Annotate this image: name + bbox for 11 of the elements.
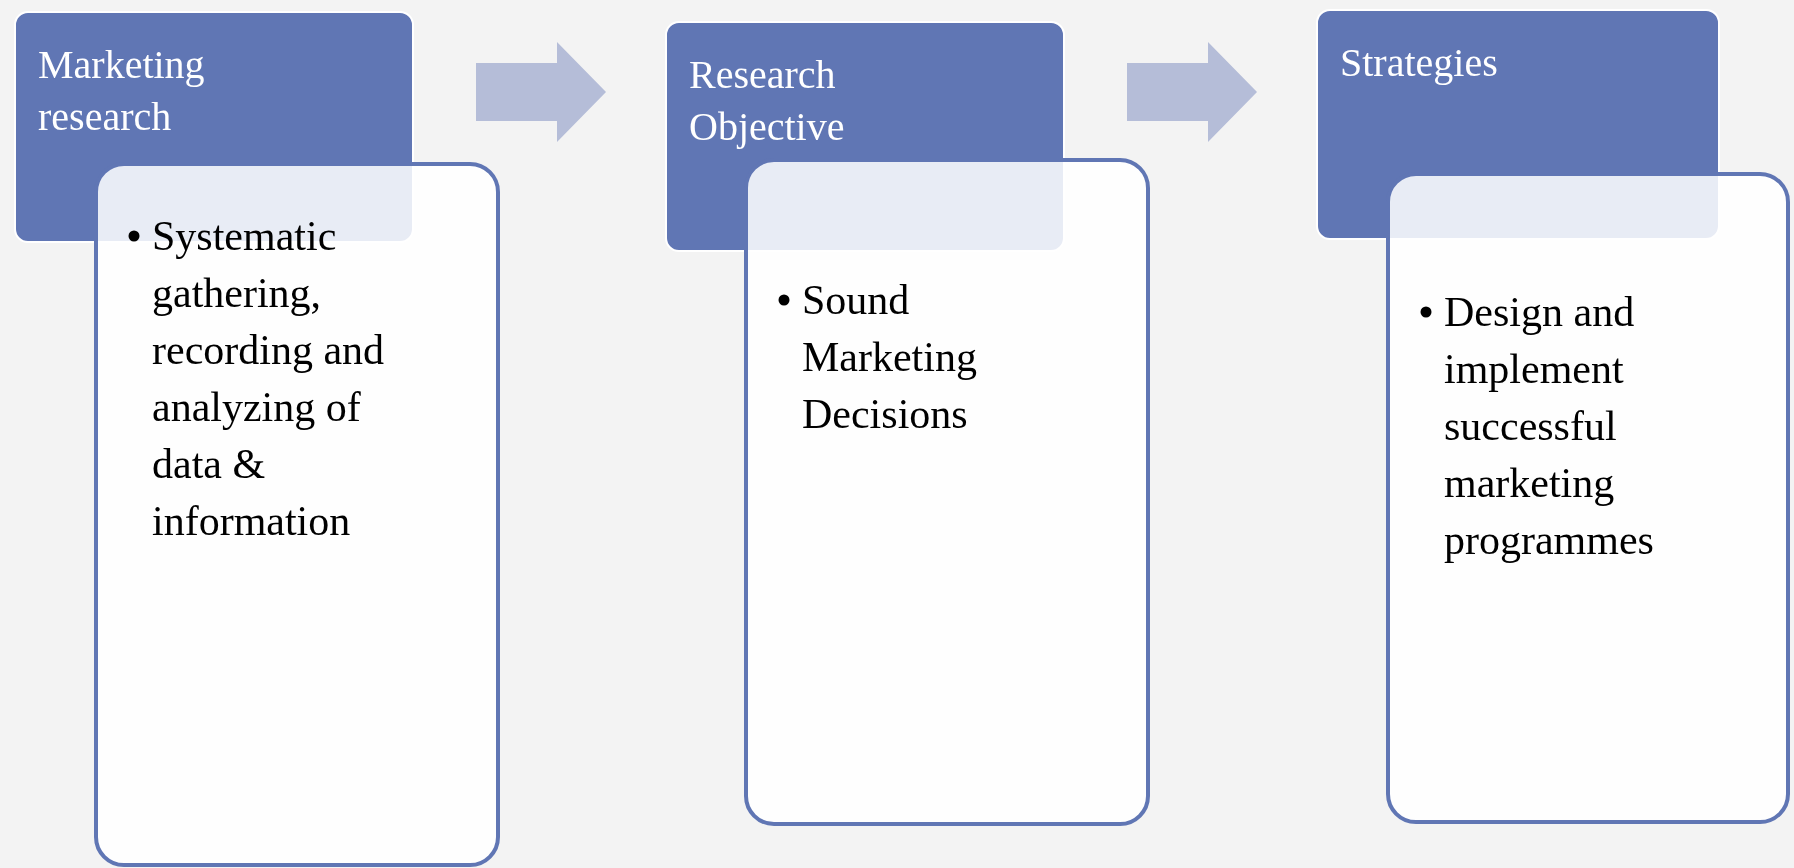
content-box	[744, 158, 1150, 826]
content-box	[1386, 172, 1790, 824]
heading-text: Marketing research	[38, 41, 206, 141]
bullet-text: Design and implement successful marketing programmes	[1444, 288, 1655, 565]
block-arrow	[1127, 42, 1257, 142]
bullet-text: Sound Marketing Decisions	[802, 276, 978, 439]
block-arrow	[476, 42, 606, 142]
heading-text: Research Objective	[689, 51, 846, 151]
heading-text: Strategies	[1340, 39, 1498, 87]
bullet-text: Systematic gathering, recording and analyzing of data & information	[152, 212, 386, 546]
content-box	[94, 162, 500, 867]
